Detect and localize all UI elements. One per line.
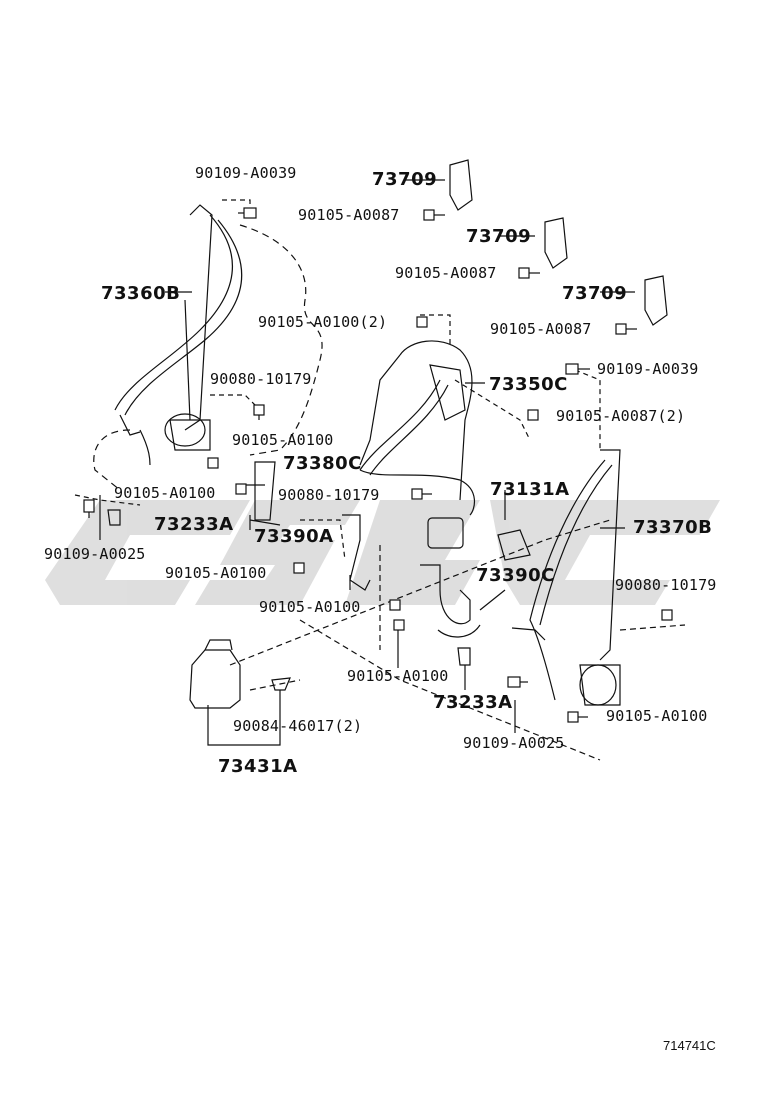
- part-73131a-label: 73131A: [490, 479, 570, 500]
- bolt-icon: [423, 209, 445, 221]
- part-90084-46017-label: 90084-46017(2): [233, 717, 363, 735]
- part-90105-a0087-label: 90105-A0087: [490, 320, 592, 338]
- bolts: [83, 207, 673, 723]
- part-90105-a0087-label: 90105-A0087: [395, 264, 497, 282]
- part-90109-a0025-label: 90109-A0025: [463, 734, 565, 752]
- part-90105-a0100-label: 90105-A0100: [114, 484, 216, 502]
- bolt-icon: [238, 207, 257, 219]
- part-90105-a0100-label: 90105-A0100: [165, 564, 267, 582]
- part-73233a-label: 73233A: [433, 692, 513, 713]
- part-73233a-label: 73233A: [154, 514, 234, 535]
- part-90109-a0039-label: 90109-A0039: [597, 360, 699, 378]
- part-90105-a0087-x2-label: 90105-A0087(2): [556, 407, 686, 425]
- part-90109-a0039-label: 90109-A0039: [195, 164, 297, 182]
- bolt-icon: [527, 409, 539, 421]
- bolt-icon: [567, 711, 588, 723]
- figure-code: 714741C: [663, 1038, 716, 1053]
- part-90105-a0100-label: 90105-A0100(2): [258, 313, 388, 331]
- bolt-icon: [615, 323, 637, 335]
- bolt-icon: [565, 363, 590, 375]
- part-73390c-label: 73390C: [476, 565, 555, 586]
- bolt-icon: [518, 267, 540, 279]
- part-73709-label: 73709: [466, 226, 532, 247]
- part-73709-label: 73709: [562, 283, 628, 304]
- part-90105-a0100-label: 90105-A0100: [606, 707, 708, 725]
- bolt-icon: [393, 619, 405, 631]
- bolt-icon: [661, 609, 673, 621]
- part-73390a-label: 73390A: [254, 526, 334, 547]
- part-73360b-label: 73360B: [101, 283, 181, 304]
- part-73431a-label: 73431A: [218, 756, 298, 777]
- part-90105-a0100-label: 90105-A0100: [347, 667, 449, 685]
- part-90109-a0025-label: 90109-A0025: [44, 545, 146, 563]
- bolt-icon: [207, 457, 219, 469]
- bolt-icon: [411, 488, 432, 500]
- part-73350c-label: 73350C: [489, 374, 568, 395]
- part-90080-10179-label: 90080-10179: [615, 576, 717, 594]
- bolt-icon: [83, 499, 95, 518]
- bolt-icon: [253, 404, 265, 420]
- bolt-icon: [416, 316, 428, 328]
- part-90080-10179-label: 90080-10179: [278, 486, 380, 504]
- part-73370b-label: 73370B: [633, 517, 713, 538]
- part-73709-label: 73709: [372, 169, 438, 190]
- part-90105-a0100-label: 90105-A0100: [232, 431, 334, 449]
- part-90105-a0100-label: 90105-A0100: [259, 598, 361, 616]
- bolt-icon: [507, 676, 528, 688]
- part-90105-a0087-label: 90105-A0087: [298, 206, 400, 224]
- part-90080-10179-label: 90080-10179: [210, 370, 312, 388]
- bolt-icon: [235, 483, 247, 495]
- bolt-icon: [293, 562, 305, 574]
- bolt-icon: [389, 599, 401, 611]
- linework: [74, 159, 686, 761]
- part-73380c-label: 73380C: [283, 453, 362, 474]
- watermark-logo: [45, 500, 720, 605]
